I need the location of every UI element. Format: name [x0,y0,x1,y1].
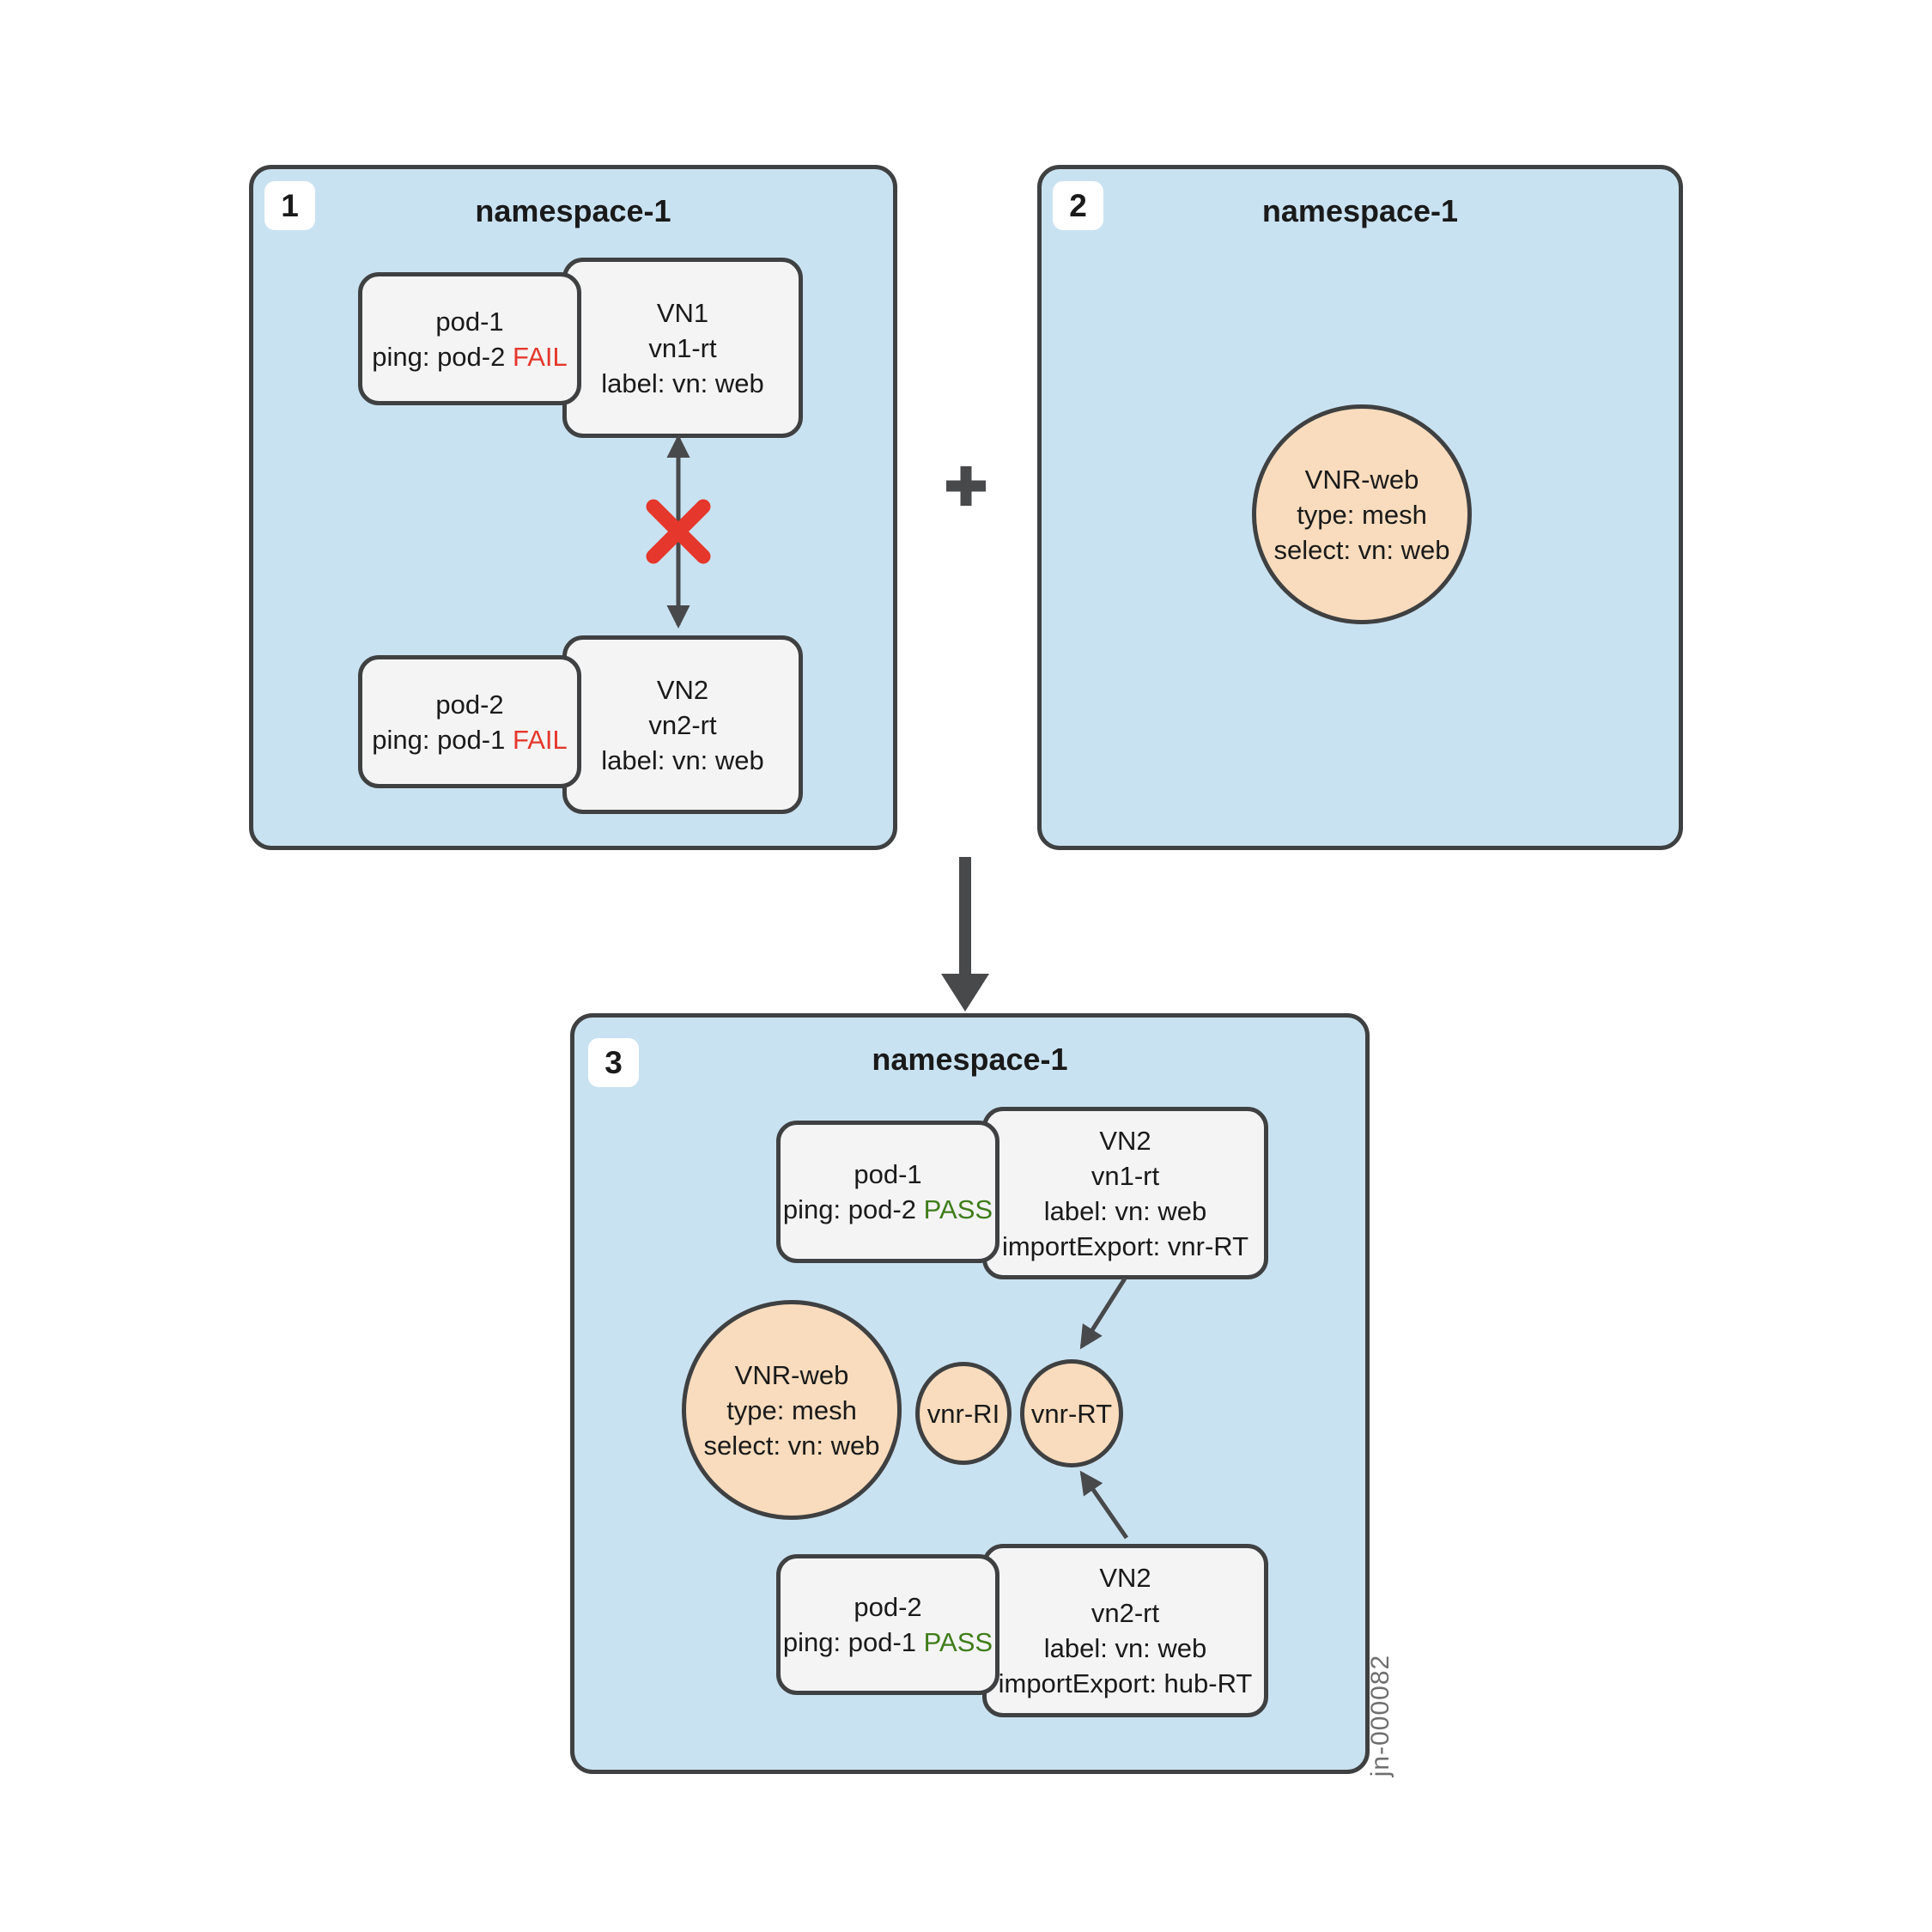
ping-result-label: ping: pod-1 FAIL [372,722,568,757]
vn-rt-label: vn1-rt [1091,1160,1160,1191]
step-badge-2: 2 [1053,181,1103,230]
ping-result-label: ping: pod-1 PASS [783,1625,993,1660]
vn-label-label: label: vn: web [601,744,764,775]
vnr-name-label: VNR-web [1304,464,1419,495]
vn-name-label: VN1 [656,297,709,328]
vnr-rt-circle: vnr-RT [1020,1359,1123,1467]
vnr-select-label: select: vn: web [703,1430,880,1461]
vn-bottom-box: VN2 vn2-rt label: vn: web importExport: … [982,1544,1268,1717]
pod-name-label: pod-2 [435,689,504,720]
vnr-ri-label: vnr-RI [927,1398,1000,1429]
vnr-web-circle: VNR-web type: mesh select: vn: web [1252,404,1472,624]
pod2-box: pod-2 ping: pod-1 PASS [776,1554,999,1695]
vn-label-label: label: vn: web [1043,1633,1207,1663]
pod-name-label: pod-1 [854,1159,922,1189]
step-badge-3: 3 [588,1038,639,1087]
vnr-type-label: type: mesh [1297,499,1427,530]
vnr-name-label: VNR-web [734,1359,849,1390]
vnr-select-label: select: vn: web [1273,534,1450,565]
pod-name-label: pod-1 [435,306,504,337]
ping-text: ping: pod-1 [372,724,506,755]
ping-result-label: ping: pod-2 PASS [783,1192,993,1227]
vnr-web-circle: VNR-web type: mesh select: vn: web [682,1300,902,1520]
panel-step-3: 3 namespace-1 pod-1 ping: pod-2 PASS VN2… [570,1013,1370,1774]
panel3-title: namespace-1 [872,1042,1068,1077]
ping-status: FAIL [512,724,568,755]
vn-importexport-label: importExport: hub-RT [998,1668,1253,1698]
vn-name-label: VN2 [1099,1125,1151,1156]
vn-rt-label: vn1-rt [648,332,717,363]
vnr-rt-label: vnr-RT [1030,1398,1113,1429]
vn-rt-label: vn2-rt [648,709,717,740]
vn-name-label: VN2 [1099,1563,1151,1593]
ping-status: PASS [923,1627,993,1657]
vn-label-label: label: vn: web [1043,1195,1207,1226]
pod2-box: pod-2 ping: pod-1 FAIL [358,655,581,788]
vn-top-box: VN2 vn1-rt label: vn: web importExport: … [982,1107,1268,1279]
ping-status: FAIL [512,341,568,372]
ping-result-label: ping: pod-2 FAIL [372,339,568,374]
vnr-ri-circle: vnr-RI [915,1362,1012,1465]
pod1-box: pod-1 ping: pod-2 FAIL [358,272,581,405]
ping-text: ping: pod-1 [782,1627,917,1657]
plus-icon [946,466,986,506]
figure-id-label: jn-000082 [1366,1654,1394,1777]
vn-rt-label: vn2-rt [1091,1598,1160,1628]
panel2-title: namespace-1 [1261,193,1459,228]
pod1-box: pod-1 ping: pod-2 PASS [776,1121,999,1263]
vn-importexport-label: importExport: vnr-RT [1001,1230,1249,1261]
ping-status: PASS [923,1194,993,1224]
vn-label-label: label: vn: web [601,368,764,398]
panel1-title: namespace-1 [475,193,671,228]
pod-name-label: pod-2 [854,1592,922,1622]
step-badge-1: 1 [264,181,315,230]
arrow-down-icon [941,857,989,1012]
panel-step-2: 2 namespace-1 VNR-web type: mesh select:… [1037,165,1683,850]
panel-step-1: 1 namespace-1 pod-1 ping: pod-2 FAIL VN1… [249,165,897,850]
vnr-type-label: type: mesh [726,1394,857,1425]
vn1-box: VN1 vn1-rt label: vn: web [562,258,803,438]
ping-text: ping: pod-2 [782,1194,917,1224]
vn2-box: VN2 vn2-rt label: vn: web [562,635,803,814]
ping-text: ping: pod-2 [372,341,506,372]
vn-name-label: VN2 [656,674,709,705]
